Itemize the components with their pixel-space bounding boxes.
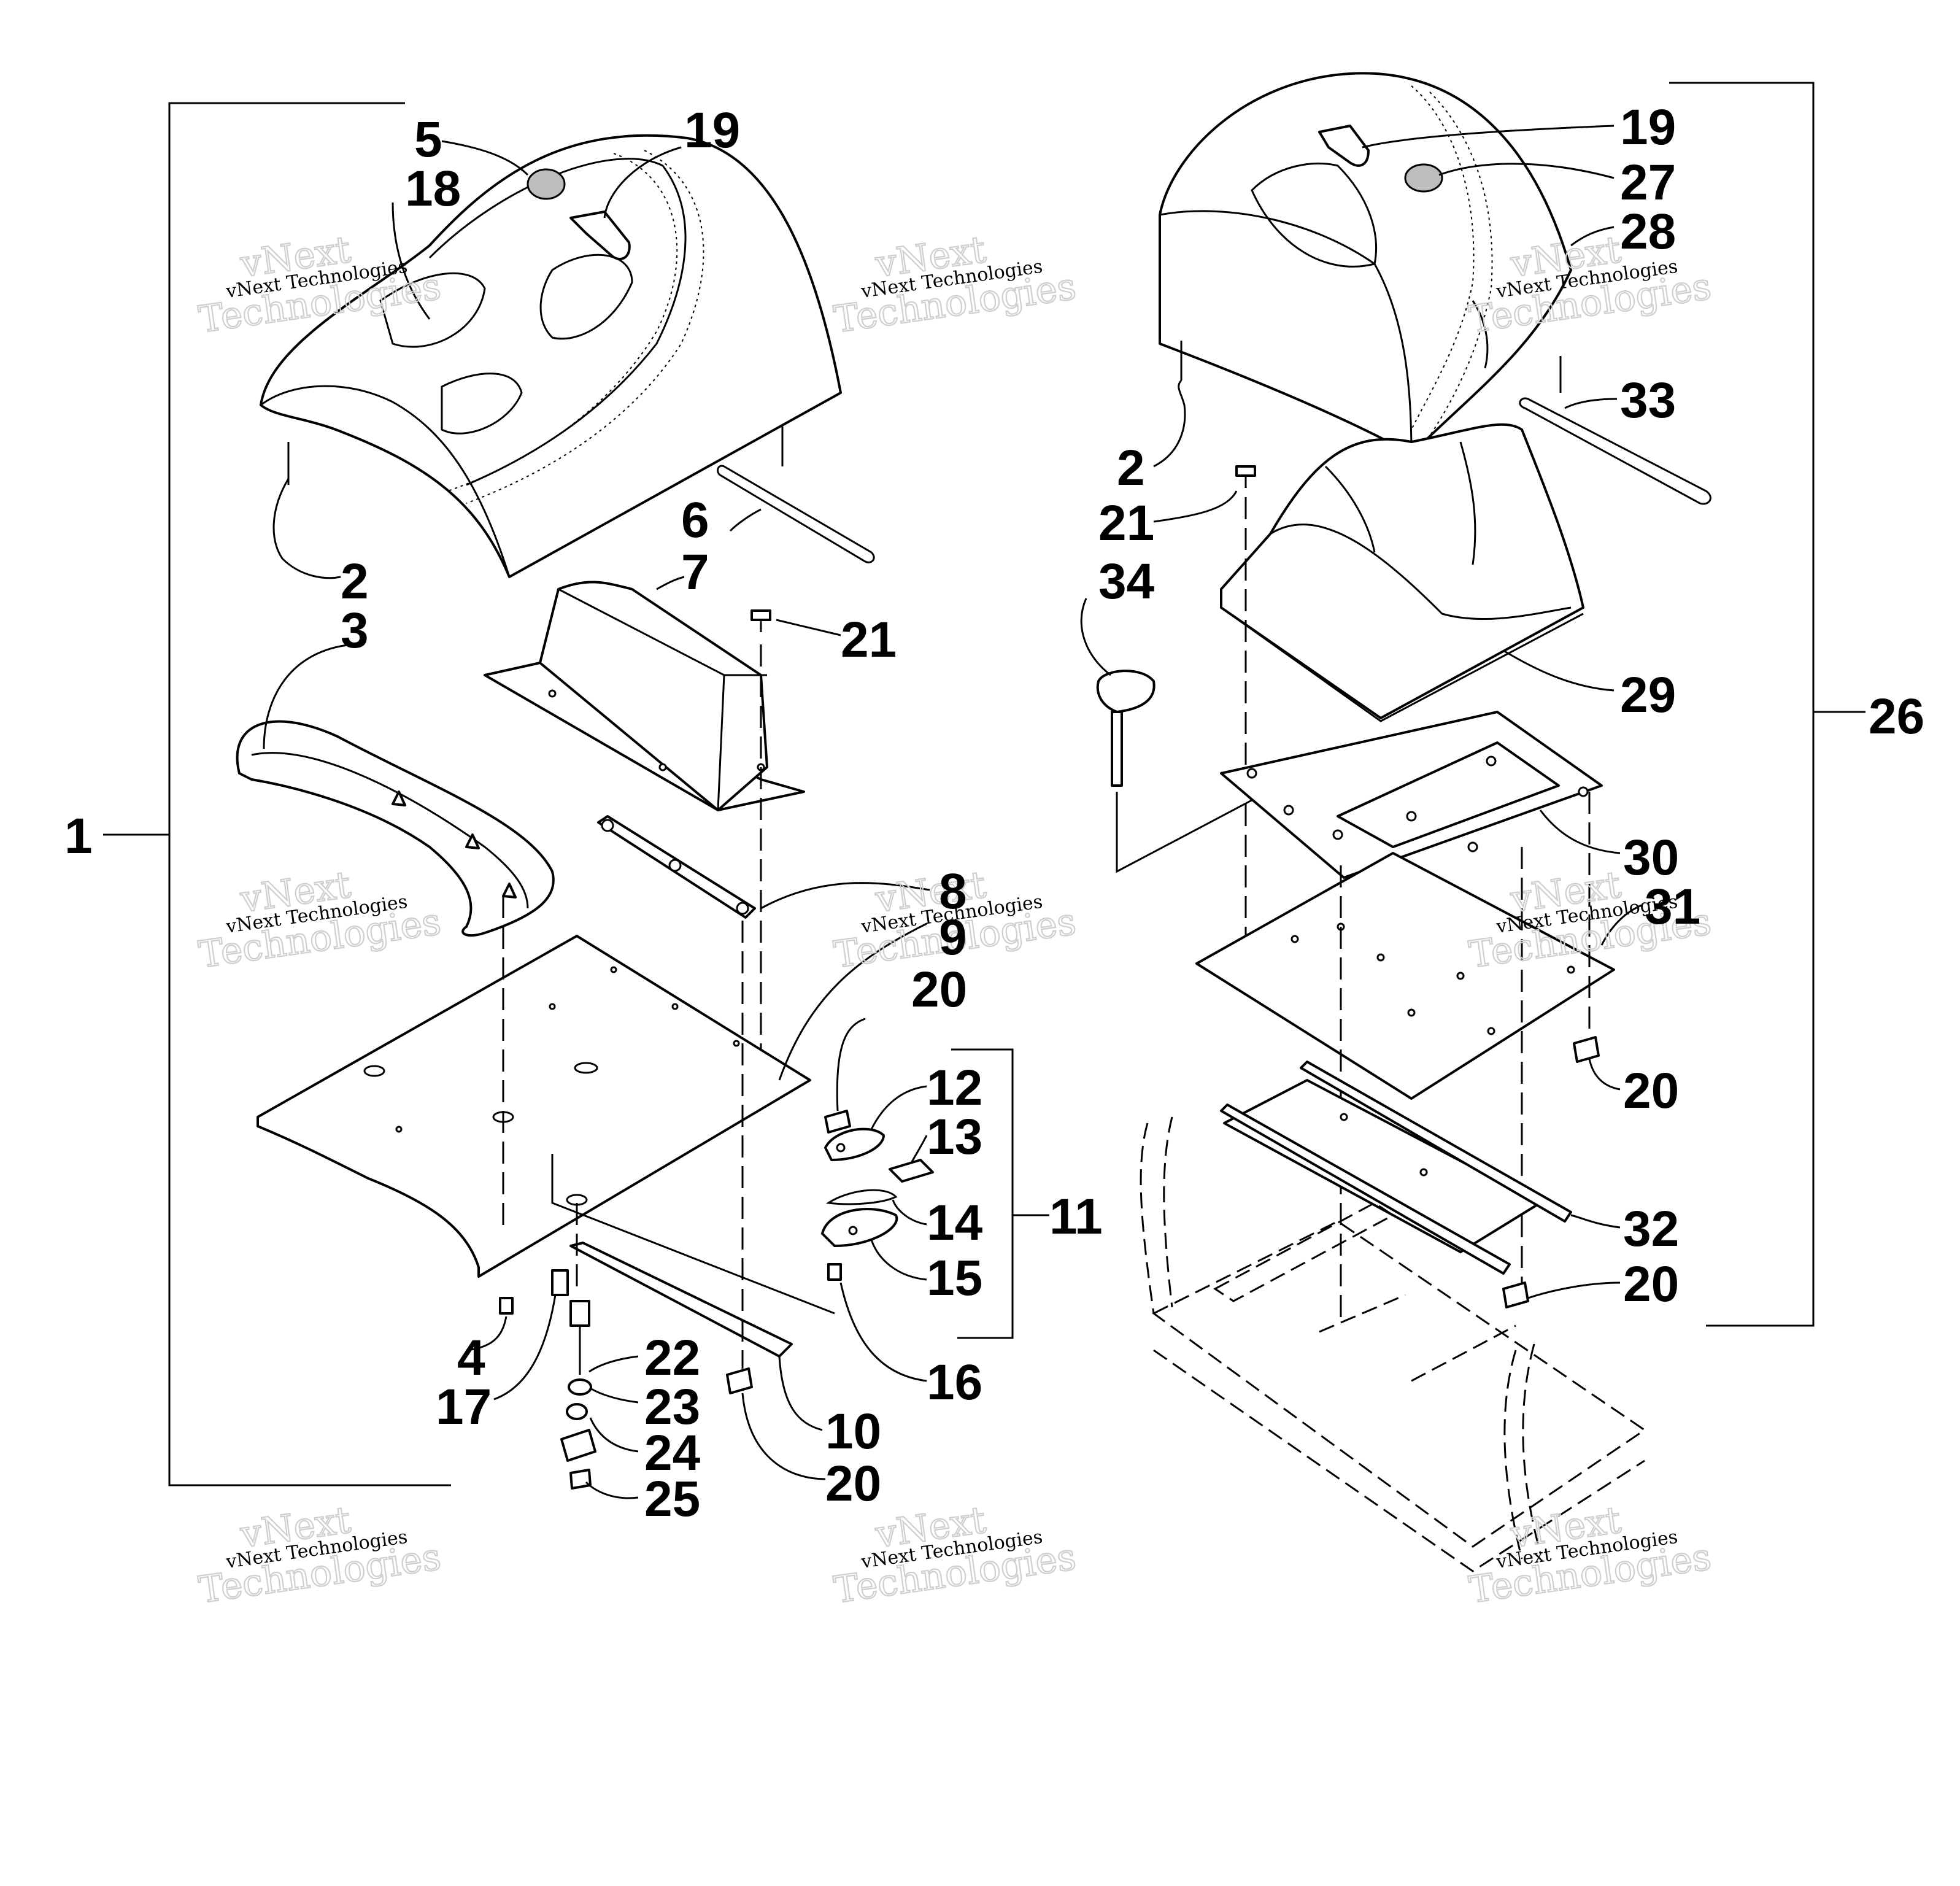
callout-34: 34 (1098, 554, 1155, 609)
callout-29: 29 (1620, 667, 1676, 723)
left-seat-assembly (103, 102, 1049, 1499)
label-decal-27 (1404, 163, 1443, 193)
seat-base-3 (236, 720, 555, 937)
knob-25 (560, 1429, 596, 1490)
callout-5: 5 (414, 112, 442, 168)
nut-24 (566, 1403, 588, 1420)
rails-32 (1220, 1061, 1572, 1275)
nut-20-latch (824, 1110, 851, 1134)
callout-1: 1 (64, 808, 93, 864)
storage-box-7 (484, 581, 805, 811)
callout-25: 25 (644, 1471, 700, 1527)
callout-19-left: 19 (684, 102, 740, 158)
callout-7: 7 (681, 544, 709, 600)
callout-4: 4 (457, 1330, 485, 1386)
label-decal-5 (527, 168, 566, 200)
callout-24: 24 (644, 1425, 701, 1481)
callout-16: 16 (927, 1355, 982, 1410)
nut-20-lower (726, 1367, 753, 1394)
callout-18: 18 (405, 161, 461, 217)
backrest-cover-28 (1159, 72, 1572, 455)
callout-6: 6 (681, 492, 709, 548)
mount-frame-30 (1220, 711, 1603, 879)
callout-3: 3 (341, 603, 369, 659)
callout-26: 26 (1869, 689, 1924, 744)
callout-22: 22 (644, 1330, 700, 1386)
latch-15 (821, 1208, 898, 1247)
callout-12: 12 (927, 1060, 982, 1116)
callout-11: 11 (1049, 1189, 1103, 1245)
callout-33: 33 (1620, 373, 1676, 428)
bolt-17 (551, 1269, 569, 1296)
callout-2-right: 2 (1117, 440, 1145, 496)
callout-20-d: 20 (1623, 1256, 1679, 1312)
callout-10: 10 (825, 1404, 881, 1459)
strap-33 (1519, 397, 1711, 505)
callout-28: 28 (1620, 204, 1676, 260)
bolt-4 (499, 1297, 514, 1315)
watermark-4: vNext Technologies vNext Technologies (196, 863, 444, 978)
assembly-1-bracket (168, 102, 451, 1486)
nut-20-right-upper (1573, 1036, 1600, 1063)
callout-20-a: 20 (911, 962, 967, 1018)
seat-pan-9 (257, 935, 811, 1278)
assembly-26-bracket (1669, 82, 1815, 1327)
grab-strap-19 (569, 211, 631, 261)
vehicle-frame-outline (1140, 1116, 1646, 1572)
watermark-7: vNext Technologies vNext Technologies (196, 1498, 444, 1613)
seat-cover-left (260, 134, 842, 578)
callout-14: 14 (927, 1195, 983, 1251)
grab-strap-19-right (1318, 125, 1370, 167)
callout-32: 32 (1623, 1201, 1679, 1257)
spring-14 (825, 1189, 898, 1205)
clip-13 (889, 1159, 934, 1183)
latch-plate-12 (824, 1127, 885, 1161)
callout-17: 17 (436, 1379, 492, 1435)
screw-21-right (1235, 465, 1256, 488)
callout-20-b: 20 (825, 1456, 881, 1512)
callout-8: 8 (939, 864, 967, 919)
bracket-8 (597, 815, 756, 919)
assembly-11-bracket (951, 1048, 1014, 1339)
callout-19-right: 19 (1620, 99, 1676, 155)
right-seat-assembly (1080, 72, 1865, 1572)
callout-21-right: 21 (1098, 495, 1154, 551)
callout-23: 23 (644, 1379, 700, 1435)
callout-27: 27 (1620, 155, 1676, 211)
callout-15: 15 (927, 1250, 982, 1306)
callout-31: 31 (1645, 879, 1700, 935)
callout-9: 9 (939, 910, 967, 965)
watermark-9: vNext Technologies vNext Technologies (1466, 1498, 1715, 1613)
callout-21-left: 21 (841, 612, 897, 668)
watermark-2: vNext Technologies vNext Technologies (831, 228, 1079, 342)
callout-13: 13 (927, 1109, 982, 1165)
callout-2-left: 2 (341, 554, 369, 609)
strap-6 (717, 465, 875, 563)
support-10 (569, 1242, 793, 1358)
callout-20-c: 20 (1623, 1063, 1679, 1119)
stud-22 (569, 1300, 590, 1375)
washer-23 (568, 1378, 592, 1396)
knob-34 (1096, 670, 1156, 787)
callout-labels: 1 5 18 19 2 3 6 7 21 8 9 20 12 13 11 14 … (64, 99, 1924, 1527)
nut-20-right-lower (1502, 1281, 1529, 1308)
pin-16 (827, 1263, 842, 1281)
screw-21-left (750, 609, 771, 632)
backrest-pad-29 (1220, 423, 1584, 722)
callout-30: 30 (1623, 830, 1679, 886)
